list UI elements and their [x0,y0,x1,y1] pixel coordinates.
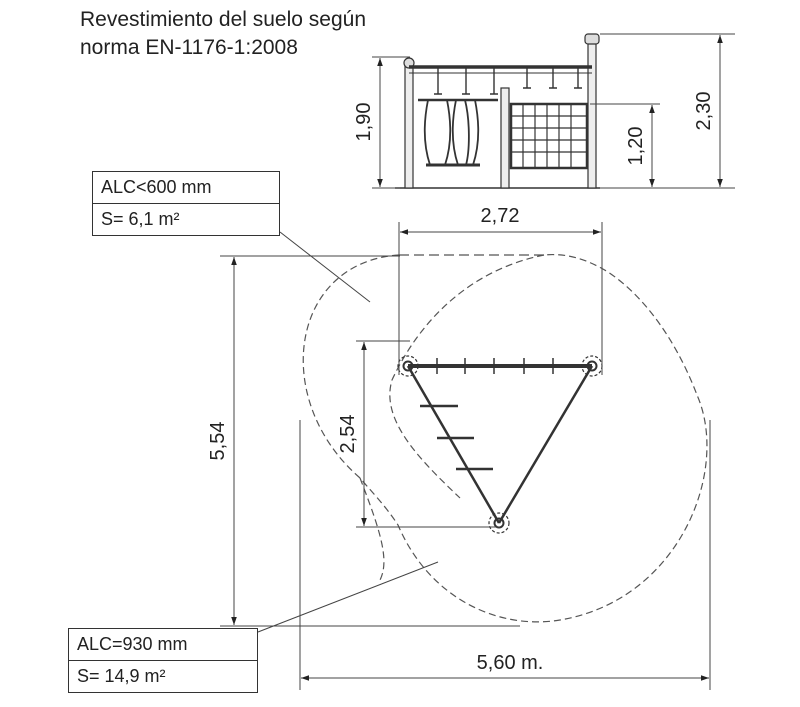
post-bottom [488,512,510,534]
label-small-impact-area: ALC<600 mm S= 6,1 m² [92,171,280,236]
label-large-area: S= 14,9 m² [69,660,257,692]
right-beam [497,365,594,524]
rope-loops [418,98,498,167]
diagram-title-line-2: norma EN-1176-1:2008 [80,36,298,59]
plan-dim-2-54-label: 2,54 [337,415,359,454]
elevation-view [395,33,600,189]
plan-dimensions [220,222,711,690]
left-post [404,61,414,189]
plan-dim-2-72-label: 2,72 [481,205,520,227]
label-small-alc: ALC<600 mm [101,177,212,197]
impact-area-overlap [389,254,545,499]
hanging-handles [434,68,582,95]
impact-area-outline [302,253,708,623]
post-top-left [397,355,419,377]
label-small-area: S= 6,1 m² [93,203,279,235]
plan-dim-5-60-label: 5,60 m. [477,652,544,674]
elevation-dim-1-20-label: 1,20 [625,127,647,166]
diagram-title-line-1: Revestimiento del suelo según [80,8,367,31]
right-post-cap [584,33,600,45]
elevation-dim-2-30-label: 2,30 [693,92,715,131]
plan-structure [397,355,603,534]
left-beam [406,365,501,524]
climbing-net [509,102,589,170]
label-large-impact-area: ALC=930 mm S= 14,9 m² [68,628,258,693]
leader-line-large-area [257,561,439,633]
plan-dim-5-54-label: 5,54 [207,422,229,461]
label-large-alc: ALC=930 mm [77,634,188,654]
middle-post [500,87,510,189]
elevation-dim-1-90-label: 1,90 [353,103,375,142]
elevation-dimensions [372,33,735,189]
leader-line-small-area [279,231,371,303]
right-post [587,39,597,189]
